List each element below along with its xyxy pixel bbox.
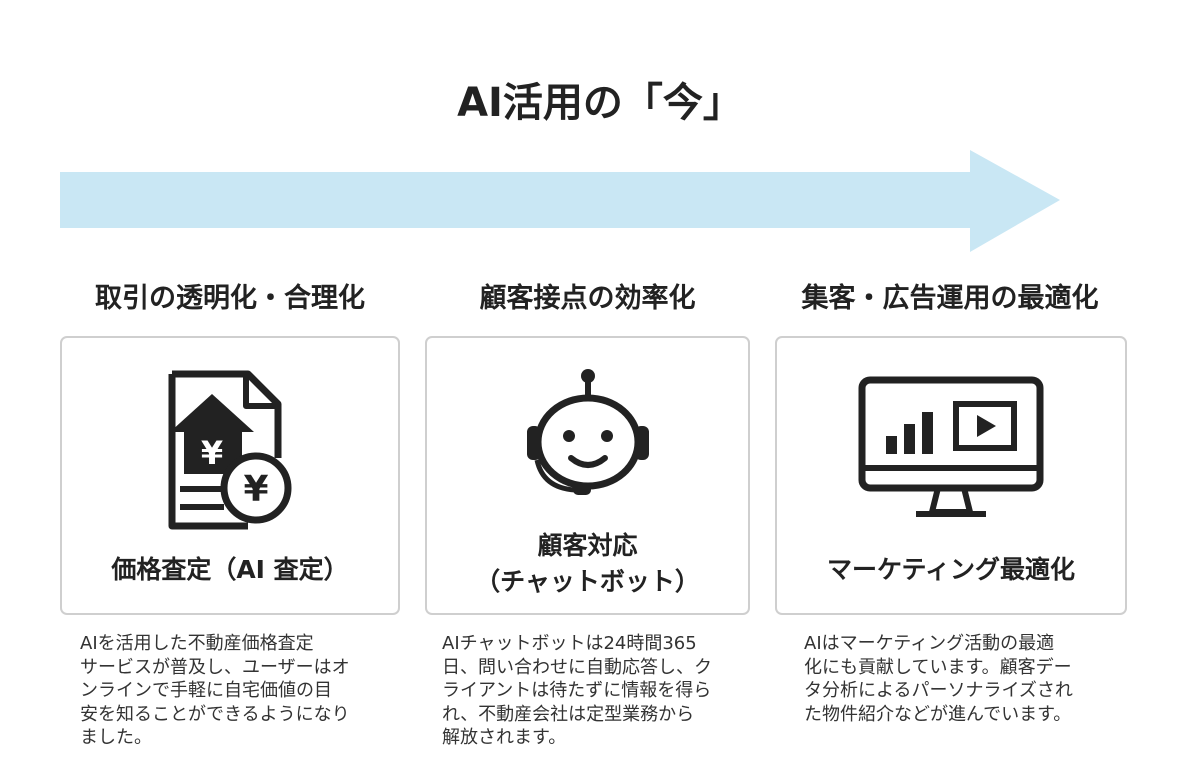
card-title: マーケティング最適化 [826, 555, 1075, 584]
description-line: ンラインで手軽に自宅価値の目 [80, 680, 332, 701]
house-document-yen-icon: ¥ ¥ [168, 370, 292, 530]
arrow-shape [60, 150, 1060, 252]
card-marketing: マーケティング最適化 [775, 336, 1127, 615]
card-customer-service: 顧客対応 （チャットボット） [425, 336, 750, 615]
heading-transparency: 取引の透明化・合理化 [95, 283, 365, 314]
chatbot-robot-icon [526, 369, 649, 495]
heading-marketing: 集客・広告運用の最適化 [801, 283, 1099, 314]
description-price-assessment: AIを活用した不動産価格査定 サービスが普及し、ユーザーはオ ンラインで手軽に自… [80, 632, 350, 750]
description-line: タ分析によるパーソナライズされ [804, 680, 1073, 701]
description-line: AIを活用した不動産価格査定 [80, 633, 314, 654]
heading-customer-contact: 顧客接点の効率化 [479, 283, 696, 314]
svg-text:¥: ¥ [201, 434, 223, 472]
description-marketing: AIはマーケティング活動の最適 化にも貢献しています。顧客デー タ分析によるパー… [804, 632, 1073, 726]
description-line: ました。 [80, 727, 152, 748]
description-customer-service: AIチャットボットは24時間365 日、問い合わせに自動応答し、ク ライアントは… [442, 632, 712, 750]
card-title: 価格査定（AI 査定） [111, 555, 349, 584]
monitor-chart-video-icon [858, 376, 1044, 517]
description-line: 化にも貢献しています。顧客デー [804, 656, 1072, 678]
description-line: 解放されます。 [442, 727, 567, 748]
description-line: ライアントは待たずに情報を得ら [442, 680, 712, 701]
description-line: た物件紹介などが進んでいます。 [804, 703, 1072, 725]
card-title: 顧客対応 [537, 531, 638, 560]
page-title: AI活用の「今」 [457, 80, 743, 126]
svg-text:¥: ¥ [243, 469, 268, 510]
description-line: れ、不動産会社は定型業務から [442, 703, 695, 725]
card-price-assessment: ¥ ¥ 価格査定（AI 査定） [60, 336, 400, 615]
card-title-sub: （チャットボット） [475, 567, 700, 596]
description-line: AIはマーケティング活動の最適 [804, 633, 1055, 654]
description-line: サービスが普及し、ユーザーはオ [80, 656, 350, 678]
description-line: 日、問い合わせに自動応答し、ク [442, 656, 712, 678]
description-line: AIチャットボットは24時間365 [442, 633, 697, 654]
description-line: 安を知ることができるようになり [80, 703, 350, 725]
